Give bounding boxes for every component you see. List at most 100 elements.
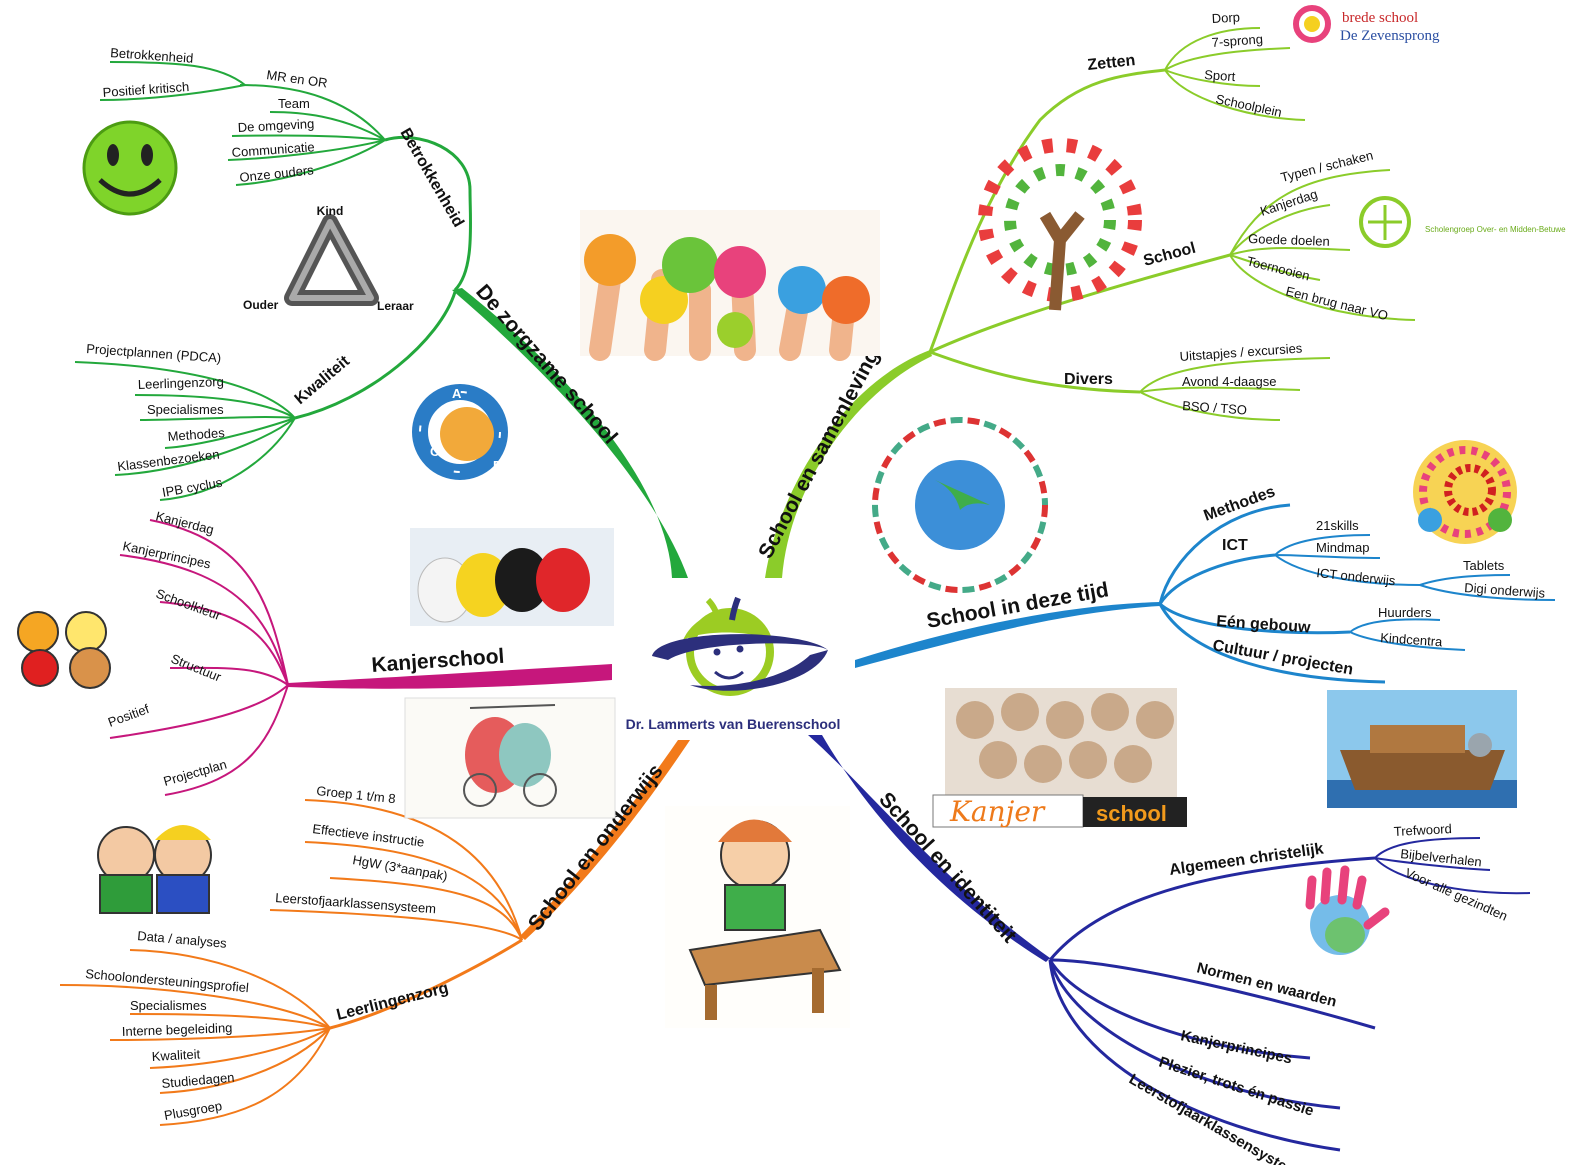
onderwijs-upper-leaf: Effectieve instructie (312, 821, 425, 850)
center-logo: Dr. Lammerts van Buerenschool (626, 596, 840, 732)
bicycle-image (404, 697, 616, 819)
tijd-ict-leaf: Mindmap (1316, 540, 1369, 555)
zorg-betrokkenheid-leaf: Communicatie (231, 139, 315, 160)
kanjer-logo-word: school (1096, 801, 1167, 826)
onderwijs-zorg-label: Leerlingenzorg (335, 980, 450, 1024)
tijd-ict-leaf: 21skills (1316, 518, 1359, 533)
branch-identiteit: School en identiteit Algemeen christelij… (874, 788, 1531, 1170)
boy-drawing-image (665, 806, 850, 1028)
zorg-mr-leaf: Positief kritisch (102, 79, 190, 100)
kanjer-logo-script: Kanjer (949, 795, 1046, 828)
zorg-kwaliteit-leaf: Specialismes (147, 402, 224, 417)
identiteit-christelijk-leaf: Trefwoord (1393, 821, 1452, 839)
handprint-image (1305, 865, 1390, 955)
onderwijs-zorg-leaf: Kwaliteit (151, 1046, 201, 1064)
logo-sprout-left (705, 597, 721, 621)
samenleving-divers-leaf: Avond 4-daagse (1182, 374, 1276, 389)
identiteit-christelijk-leaf-lines (1374, 837, 1531, 895)
kanjer-leaf: Structuur (169, 651, 224, 685)
samenleving-zetten-leaf-lines (1164, 27, 1306, 121)
kanjer-characters-image (17, 611, 111, 689)
logo-eye-right (736, 645, 744, 653)
zorg-betrokkenheid-leaf: De omgeving (237, 116, 314, 135)
logo-eye-left (713, 648, 721, 656)
logo-smile (714, 670, 744, 680)
logo-orbit-lower (690, 650, 828, 691)
kanjer-leaf: Positief (106, 701, 152, 730)
zorg-kwaliteit-leaf: Klassenbezoeken (117, 447, 221, 474)
smiley-image (82, 120, 178, 216)
tijd-ict-sub: Digi onderwijs (1464, 580, 1546, 601)
samenleving-school-line (929, 253, 1231, 354)
samenleving-zetten-leaf: Dorp (1211, 10, 1240, 26)
pdca-letter: P (505, 400, 514, 415)
identiteit-christelijk-line (1048, 856, 1376, 961)
kanjer-leaf: Projectplan (162, 757, 229, 789)
gear-brain-image (1413, 440, 1517, 544)
zorg-kwaliteit-leaf: IPB cyclus (161, 475, 224, 500)
samenleving-school-leaf: Goede doelen (1248, 231, 1330, 249)
tijd-gebouw-leaf: Huurders (1378, 605, 1432, 620)
zorg-betrokkenheid-leaf-lines (99, 61, 386, 186)
onderwijs-zorg-leaf: Plusgroep (163, 1098, 223, 1123)
samenleving-divers-label: Divers (1064, 371, 1113, 388)
brede-school-line1: brede school (1342, 10, 1418, 26)
kanjer-leaf: Kanjerprincipes (121, 538, 212, 571)
onderwijs-zorg-line (329, 938, 523, 1030)
samenleving-school-leaf: Een brug naar VO (1284, 283, 1389, 323)
tijd-ict-sub: Tablets (1463, 558, 1505, 573)
children-image (97, 825, 212, 914)
zorg-kwaliteit-leaf-lines (74, 361, 296, 501)
zorg-betrokkenheid-leaf: Team (278, 96, 310, 111)
pdca-letter: A (452, 386, 462, 401)
onderwijs-zorg-leaf: Data / analyses (137, 928, 228, 951)
caps-image (410, 528, 614, 626)
scholengroep-logo: Scholengroep Over- en Midden-Betuwe (1359, 196, 1566, 248)
onderwijs-zorg-leaf: Studiedagen (161, 1070, 235, 1091)
samenleving-zetten-leaf: Schoolplein (1214, 91, 1283, 120)
branch-onderwijs-trunk (520, 740, 690, 940)
tijd-ict-leaf: ICT onderwijs (1316, 565, 1397, 588)
onderwijs-zorg-leaf-lines (59, 949, 331, 1126)
onderwijs-upper-leaf-lines (269, 799, 523, 941)
onderwijs-zorg-leaf: Specialismes (130, 998, 207, 1013)
branch-kanjer-trunk (288, 664, 612, 689)
samenleving-zetten-leaf: 7-sprong (1211, 31, 1263, 50)
logo-orbit-upper (652, 634, 828, 660)
triangle-image: Kind Ouder Leraar (243, 204, 414, 313)
samenleving-school-leaf: Kanjerdag (1258, 186, 1319, 219)
tijd-ict-leaf-lines (1274, 534, 1556, 651)
noah-ark-image (1327, 690, 1517, 808)
branch-tijd: School in deze tijd Methodes ICT Eén geb… (925, 483, 1556, 684)
logo-head-ring (686, 608, 774, 696)
heart-tree-image (978, 138, 1142, 311)
zorg-betrokkenheid-leaf: Onze ouders (239, 162, 315, 185)
zorg-kwaliteit-line (294, 291, 457, 420)
painted-hands-image (580, 210, 880, 361)
kanjer-photo-image: Kanjer school (932, 688, 1187, 828)
branch-samenleving-label: School en samenleving (754, 345, 884, 562)
tijd-ict-label: ICT (1222, 537, 1248, 554)
branch-samenleving-trunk (765, 350, 932, 578)
tijd-gebouw-label: Eén gebouw (1216, 613, 1312, 637)
globe-children-image (872, 417, 1048, 593)
samenleving-divers-leaf: BSO / TSO (1182, 398, 1248, 417)
identiteit-other-lines (1048, 958, 1376, 1152)
onderwijs-upper-leaf: Leerstofjaarklassensysteem (275, 890, 437, 916)
tijd-gebouw-leaf: Kindcentra (1380, 630, 1444, 649)
scholengroep-text: Scholengroep Over- en Midden-Betuwe (1425, 225, 1566, 234)
logo-sprout-right (729, 596, 741, 621)
onderwijs-upper-leaf: HgW (3*aanpak) (351, 852, 448, 883)
pdca-letter: C (430, 444, 440, 459)
triangle-left-label: Ouder (243, 298, 279, 312)
zorg-kwaliteit-leaf: Leerlingenzorg (138, 374, 224, 392)
samenleving-zetten-leaf: Sport (1204, 67, 1236, 84)
samenleving-school-leaf-lines (1229, 169, 1416, 321)
triangle-top-label: Kind (317, 204, 344, 218)
onderwijs-zorg-leaf: Interne begeleiding (122, 1020, 233, 1039)
zorg-kwaliteit-leaf: Methodes (167, 425, 225, 444)
samenleving-zetten-line (928, 68, 1166, 353)
samenleving-divers-leaf-lines (1139, 357, 1331, 421)
